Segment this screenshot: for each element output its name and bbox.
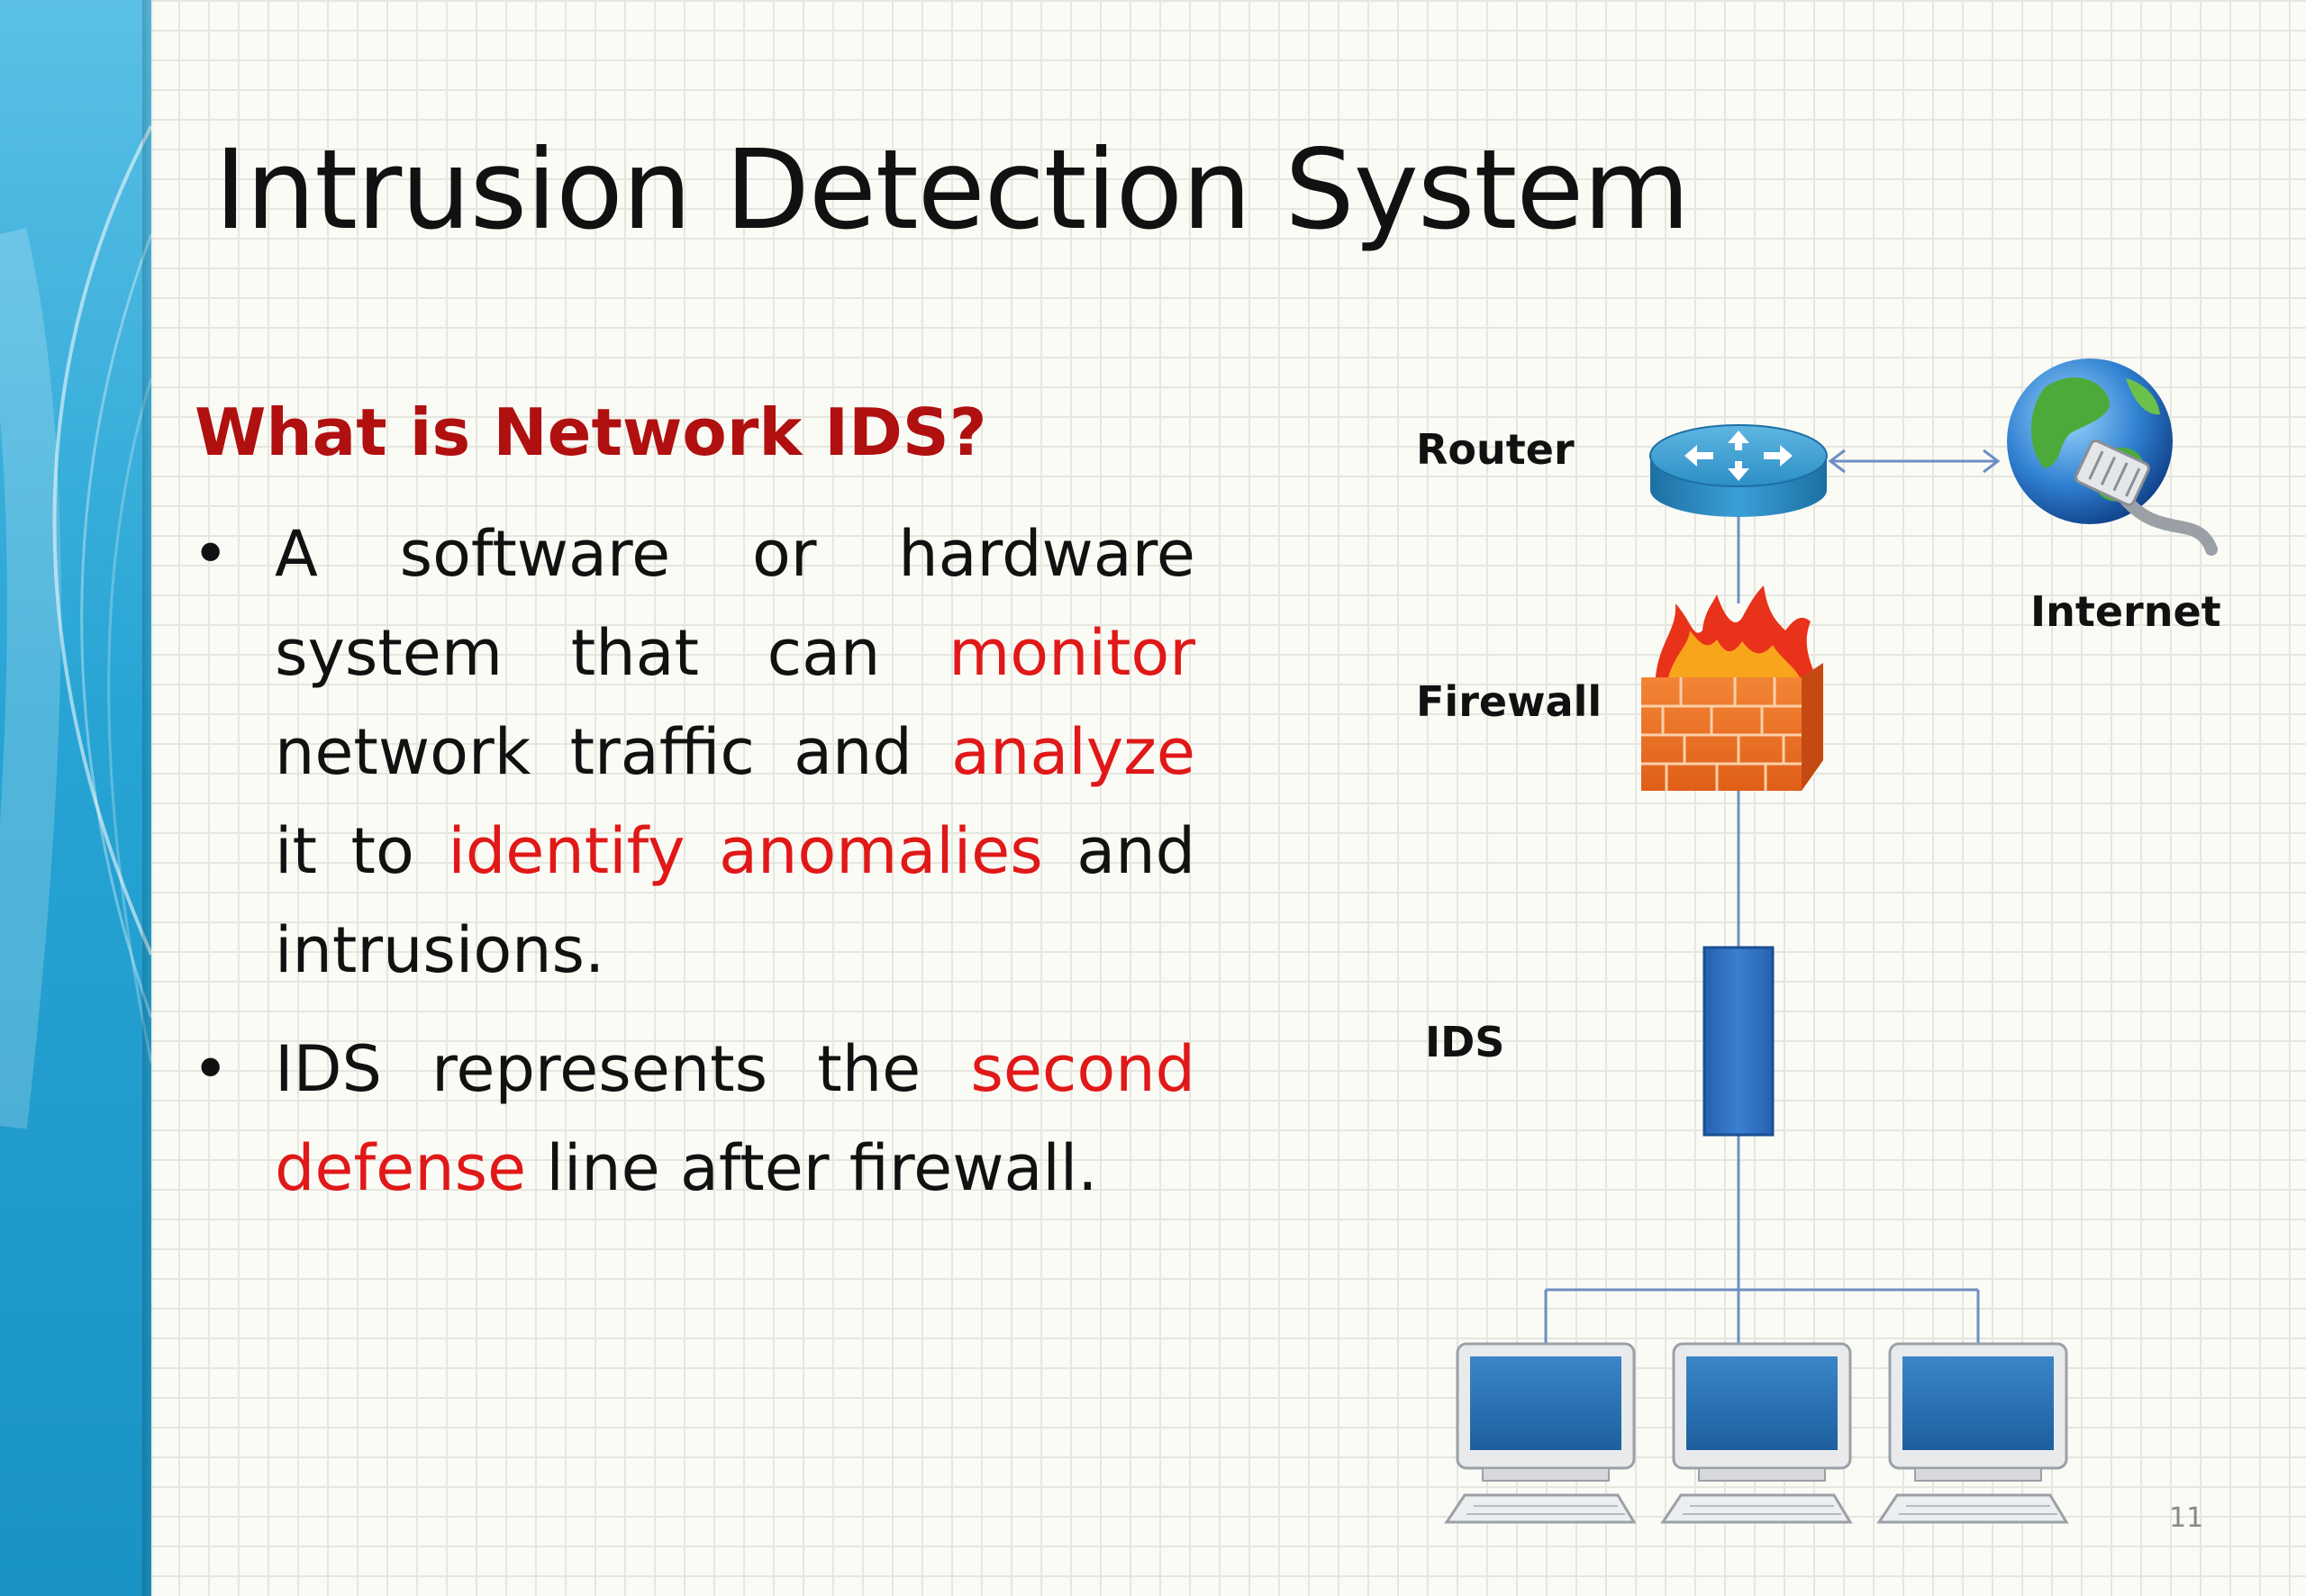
bullet-text: A software or hardware system that can m…: [275, 517, 1195, 987]
router-internet-link: [1828, 449, 2001, 474]
highlighted-term: identify anomalies: [448, 814, 1043, 888]
slide-subtitle: What is Network IDS?: [195, 394, 987, 470]
side-accent-band: [0, 0, 151, 1596]
bullet-item: • A software or hardware system that can…: [192, 504, 1195, 1000]
globe-icon: [2007, 358, 2218, 556]
side-band-swirl: [0, 125, 151, 1129]
firewall-label: Firewall: [1416, 677, 1602, 726]
router-icon: [1649, 424, 1828, 517]
page-number: 11: [2169, 1502, 2204, 1534]
bullet-dot: •: [192, 517, 230, 591]
lan-bus-lines: [1544, 1288, 1980, 1344]
bullet-text: IDS represents the second defense line a…: [275, 1032, 1195, 1205]
slide-title: Intrusion Detection System: [214, 126, 1690, 254]
firewall-icon: [1641, 585, 1823, 791]
computer-icon: [1876, 1342, 2069, 1524]
bullet-dot: •: [192, 1032, 230, 1106]
ids-device-icon: [1702, 946, 1775, 1137]
computer-icon: [1444, 1342, 1637, 1524]
bullet-item: • IDS represents the second defense line…: [192, 1020, 1195, 1218]
side-band-shadow: [142, 0, 155, 1596]
computer-icon: [1660, 1342, 1853, 1524]
router-label: Router: [1416, 425, 1575, 474]
computers-group: [1444, 1342, 2069, 1524]
highlighted-term: monitor: [949, 616, 1195, 690]
internet-label: Internet: [2030, 587, 2221, 636]
highlighted-term: analyze: [951, 715, 1195, 789]
highlighted-term: second defense: [275, 1032, 1195, 1205]
ids-label: IDS: [1425, 1018, 1505, 1066]
